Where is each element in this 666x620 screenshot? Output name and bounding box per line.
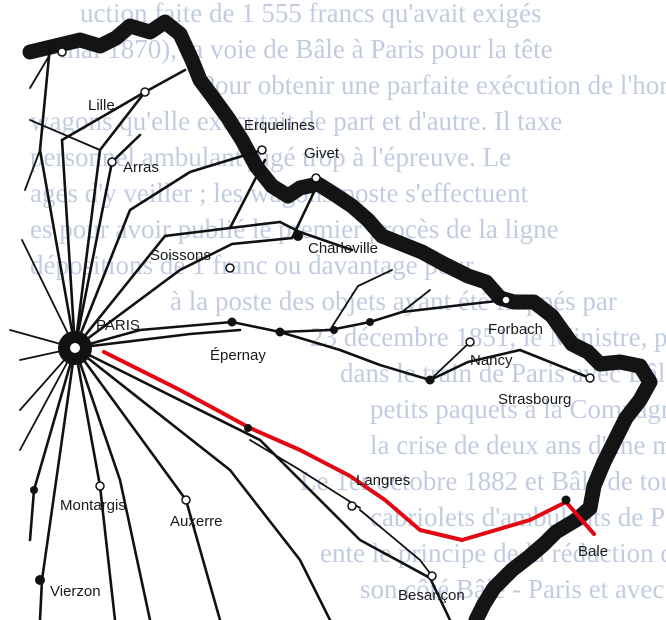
station-nancy [465, 337, 475, 347]
station-soissons [225, 263, 235, 273]
stations [30, 47, 595, 585]
station [330, 326, 338, 334]
station-vierzon [35, 575, 45, 585]
city-label-nancy: Nancy [470, 352, 513, 369]
station [57, 47, 67, 57]
station [425, 375, 435, 385]
city-label-epernay: Épernay [210, 347, 266, 364]
station-givet [311, 173, 321, 183]
station [227, 317, 237, 327]
city-label-lille: Lille [88, 97, 115, 114]
bg-line: 23 décembre 1851, le Ministre, pour [310, 322, 666, 352]
station-lille [140, 87, 150, 97]
bg-line: wagons qu'elle exécutait de part et d'au… [30, 106, 562, 136]
city-label-soissons: Soissons [150, 247, 211, 264]
bg-line: petits paquets à la Compagnie de l'Est [370, 394, 666, 424]
city-label-strasbourg: Strasbourg [498, 391, 571, 408]
city-label-forbach: Forbach [488, 321, 543, 338]
station-strasbourg [585, 373, 595, 383]
city-label-erquelines: Erquelines [244, 117, 315, 134]
paris-hub-center [70, 343, 80, 353]
station [275, 327, 285, 337]
station-forbach [501, 295, 511, 305]
national-border [22, 14, 658, 620]
station-besancon [427, 571, 437, 581]
city-label-vierzon: Vierzon [50, 583, 101, 600]
bg-line: dépositions de 1 franc ou davantage pour [30, 250, 474, 280]
station-auxerre [181, 495, 191, 505]
city-label-auxerre: Auxerre [170, 513, 223, 530]
station-arras [107, 157, 117, 167]
bg-line: ente le principe de la réduction du taxe [320, 538, 666, 568]
station-charleville [293, 231, 303, 241]
station [30, 486, 38, 494]
city-label-givet: Givet [304, 145, 340, 162]
city-label-bale: Bale [578, 543, 608, 560]
station [366, 318, 374, 326]
city-label-arras: Arras [123, 159, 159, 176]
city-label-paris: PARIS [96, 317, 140, 334]
bg-line: Pour obtenir une parfaite exécution de l… [200, 70, 666, 100]
city-label-langres: Langres [356, 472, 410, 489]
city-labels: Lille Erquelines Givet Arras Charleville… [50, 97, 608, 604]
city-label-besancon: Besançon [398, 587, 465, 604]
station-erquelines [257, 145, 267, 155]
city-label-charleville: Charleville [308, 240, 378, 257]
background-text: uction faite de 1 555 francs qu'avait ex… [30, 0, 666, 604]
city-label-montargis: Montargis [60, 497, 126, 514]
station-montargis [95, 481, 105, 491]
station-langres [347, 501, 357, 511]
station [561, 495, 571, 505]
route-paris-bale [102, 350, 596, 542]
station [244, 424, 252, 432]
bg-line: mai 1870), la voie de Bâle à Paris pour … [60, 34, 553, 64]
